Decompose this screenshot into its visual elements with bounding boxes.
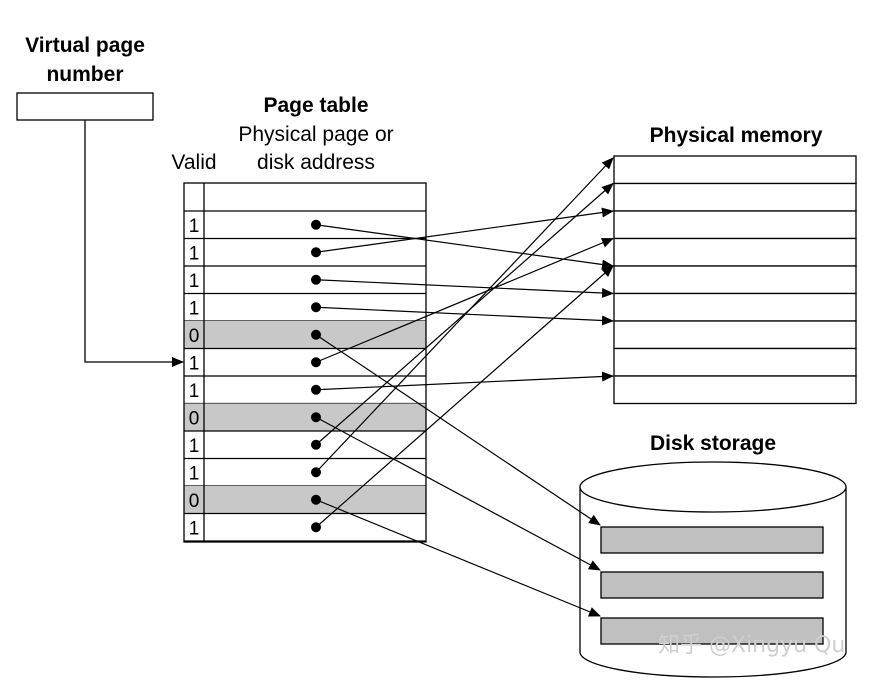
physical-memory-slot	[613, 265, 857, 295]
invalid-row-shading	[184, 321, 426, 349]
valid-column-label: Valid	[171, 151, 216, 174]
memory-mapping-arrow	[315, 207, 614, 253]
invalid-row-shading	[184, 403, 426, 431]
page-table-row: 0	[184, 403, 426, 432]
mapping-arrows	[315, 157, 614, 617]
physical-memory-slot	[613, 210, 857, 240]
page-table-row: 1	[184, 271, 426, 295]
physical-memory-slot	[613, 237, 857, 267]
valid-bit: 1	[189, 216, 200, 237]
valid-bit: 1	[189, 244, 200, 265]
physical-memory-slot	[613, 292, 857, 322]
valid-bit: 0	[189, 326, 200, 347]
physical-memory-slot	[613, 182, 857, 212]
valid-bit: 1	[189, 271, 200, 292]
page-table-subtitle-line2: disk address	[257, 151, 375, 174]
page-table-subtitle-line1: Physical page or	[238, 123, 393, 146]
vpn-index-arrow	[84, 120, 184, 367]
valid-bit: 1	[189, 464, 200, 485]
memory-mapping-arrow	[315, 182, 614, 446]
disk-mapping-arrow	[315, 334, 601, 526]
valid-bit: 1	[189, 381, 200, 402]
valid-bit: 1	[189, 299, 200, 320]
disk-block	[600, 526, 824, 554]
invalid-row-shading	[184, 486, 426, 514]
page-table-frame	[183, 182, 427, 543]
valid-bit: 1	[189, 354, 200, 375]
page-table-row: 1	[184, 244, 426, 267]
physical-memory-slot	[613, 375, 857, 405]
physical-memory-title: Physical memory	[650, 124, 823, 147]
memory-mapping-arrow	[315, 279, 614, 298]
physical-memory-slot	[613, 320, 857, 350]
physical-memory-slot	[613, 155, 857, 185]
disk-block	[600, 571, 824, 599]
disk-block	[600, 617, 824, 645]
page-table-row: 0	[184, 486, 426, 515]
page-table-title: Page table	[263, 94, 368, 117]
memory-mapping-arrow	[315, 371, 614, 391]
page-table-row: 1	[184, 299, 426, 322]
valid-bit: 1	[189, 519, 200, 540]
valid-bit: 0	[189, 409, 200, 430]
memory-mapping-arrow	[315, 224, 614, 270]
page-table-row: 0	[184, 321, 426, 350]
page-table-row: 1	[184, 464, 426, 487]
valid-bit: 1	[189, 436, 200, 457]
valid-bit: 0	[189, 491, 200, 512]
disk-mapping-arrow	[315, 499, 601, 617]
physical-memory-slot	[613, 347, 857, 377]
disk-blocks	[600, 526, 824, 645]
physical-memory-slots	[613, 155, 857, 405]
virtual-page-number-label-line1: Virtual page	[25, 34, 145, 57]
watermark-text: 知乎 @Xingyu Qu	[658, 633, 845, 658]
page-table-row: 1	[184, 354, 426, 377]
virtual-page-number-box	[16, 92, 154, 121]
disk-storage-title: Disk storage	[650, 432, 776, 455]
memory-mapping-arrow	[315, 265, 614, 528]
page-table-rows: 1 1 1 1 0 1 1 0 1 1 0 1	[184, 210, 426, 542]
disk-mapping-arrow	[315, 416, 601, 571]
page-table-row: 1	[184, 436, 426, 460]
memory-mapping-arrow	[315, 157, 614, 473]
memory-mapping-arrow	[315, 237, 614, 363]
virtual-page-number-label-line2: number	[46, 63, 123, 86]
